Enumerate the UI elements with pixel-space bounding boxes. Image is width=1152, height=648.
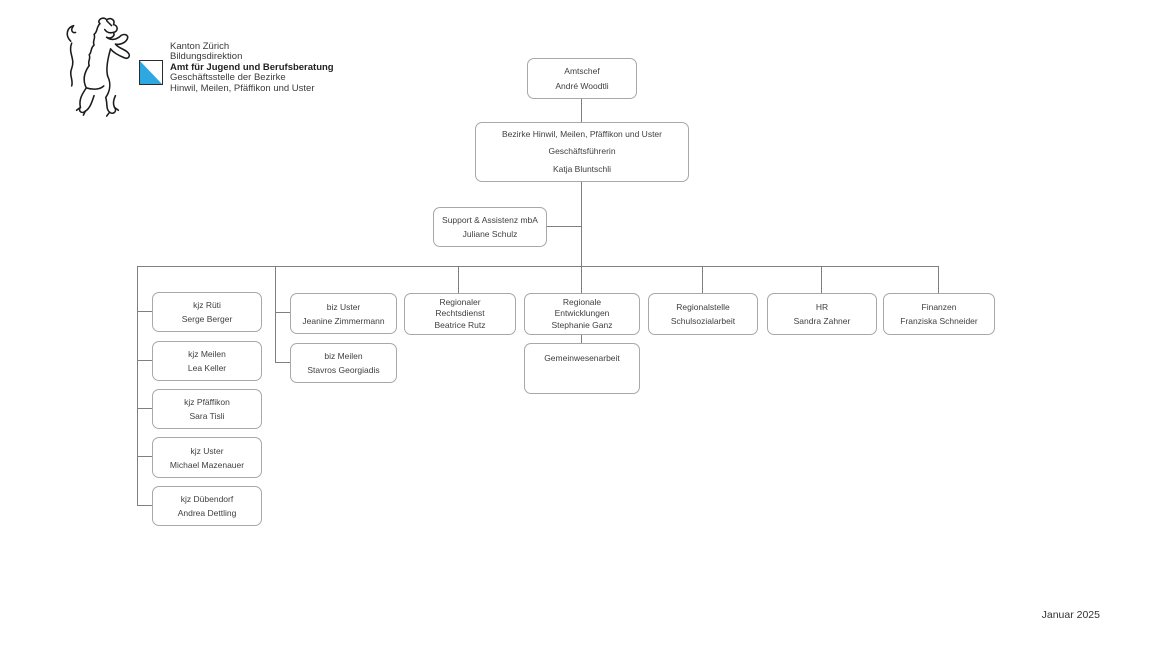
support-person: Juliane Schulz (462, 229, 518, 239)
rechtsdienst-unit-line1: Regionaler (439, 296, 481, 307)
rechtsdienst-unit-line2: Rechtsdienst (435, 308, 485, 319)
connector-support-stub (545, 226, 581, 227)
org-node-geschaeftsstelle: Bezirke Hinwil, Meilen, Pfäffikon und Us… (475, 122, 689, 182)
letterhead-amt: Amt für Jugend und Berufsberatung (170, 61, 334, 73)
flag-blue-triangle (140, 61, 162, 84)
hr-person: Sandra Zahner (793, 316, 851, 326)
support-unit: Support & Assistenz mbA (442, 215, 538, 225)
connector-kjz-pfaeffikon-stub (137, 408, 152, 409)
connector-rechtsdienst-drop (458, 266, 459, 293)
letterhead-bezirke: Hinwil, Meilen, Pfäffikon und Uster (170, 82, 315, 94)
entwicklungen-unit-line1: Regionale (562, 296, 602, 307)
amtschef-role: Amtschef (564, 65, 600, 76)
regionalstelle-unit-line1: Regionalstelle (676, 302, 730, 312)
connector-entwicklungen-drop (581, 266, 582, 293)
regionalstelle-unit-line2: Schulsozialarbeit (670, 316, 736, 326)
kjz-uster-person: Michael Mazenauer (169, 459, 245, 470)
finanzen-unit: Finanzen (921, 302, 957, 312)
connector-biz-uster-stub (275, 312, 290, 313)
biz-meilen-unit: biz Meilen (324, 351, 363, 361)
zurich-flag-icon (139, 60, 163, 85)
chart-date: Januar 2025 (1041, 609, 1100, 621)
connector-kjz-duebendorf-stub (137, 505, 152, 506)
connector-biz-vertical (275, 266, 276, 362)
org-node-biz-uster: biz Uster Jeanine Zimmermann (290, 293, 397, 334)
connector-hr-drop (821, 266, 822, 293)
kjz-pfaeffikon-person: Sara Tisli (189, 411, 225, 421)
kjz-uster-unit: kjz Uster (190, 445, 224, 456)
kjz-pfaeffikon-unit: kjz Pfäffikon (184, 397, 230, 407)
org-node-support: Support & Assistenz mbA Juliane Schulz (433, 207, 547, 247)
letterhead-direktion: Bildungsdirektion (170, 51, 243, 63)
connector-kjz-uster-stub (137, 456, 152, 457)
biz-uster-person: Jeanine Zimmermann (302, 315, 385, 326)
letterhead-geschaeftsstelle: Geschäftsstelle der Bezirke (170, 72, 286, 84)
org-node-finanzen: Finanzen Franziska Schneider (883, 293, 995, 335)
biz-meilen-person: Stavros Georgiadis (307, 365, 380, 375)
connector-amtschef-geschaeftsstelle (581, 97, 582, 122)
finanzen-person: Franziska Schneider (900, 316, 978, 326)
org-node-kjz-pfaeffikon: kjz Pfäffikon Sara Tisli (152, 389, 262, 429)
org-node-amtschef: Amtschef André Woodtli (527, 58, 637, 99)
gemeinwesenarbeit-unit: Gemeinwesenarbeit (544, 353, 620, 363)
org-node-rechtsdienst: Regionaler Rechtsdienst Beatrice Rutz (404, 293, 516, 335)
connector-kjz-meilen-stub (137, 360, 152, 361)
geschaeftsstelle-role: Geschäftsführerin (548, 146, 616, 157)
zurich-lion-icon (66, 17, 131, 117)
geschaeftsstelle-person: Katja Bluntschli (552, 163, 612, 174)
kjz-rueti-unit: kjz Rüti (193, 300, 221, 310)
org-node-kjz-rueti: kjz Rüti Serge Berger (152, 292, 262, 332)
org-node-gemeinwesenarbeit: Gemeinwesenarbeit (524, 343, 640, 394)
kjz-meilen-unit: kjz Meilen (188, 349, 226, 359)
org-node-hr: HR Sandra Zahner (767, 293, 877, 335)
connector-kjz-vertical (137, 266, 138, 505)
geschaeftsstelle-unit: Bezirke Hinwil, Meilen, Pfäffikon und Us… (502, 128, 662, 139)
amtschef-person: André Woodtli (555, 80, 609, 91)
connector-kjz-rueti-stub (137, 311, 152, 312)
kjz-meilen-person: Lea Keller (187, 363, 227, 373)
org-node-kjz-meilen: kjz Meilen Lea Keller (152, 341, 262, 381)
letterhead-canton: Kanton Zürich (170, 41, 230, 52)
letterhead: Kanton Zürich Bildungsdirektion Amt für … (170, 41, 334, 94)
connector-regionalstelle-drop (702, 266, 703, 293)
hr-unit: HR (815, 302, 829, 312)
org-node-kjz-uster: kjz Uster Michael Mazenauer (152, 437, 262, 478)
entwicklungen-unit-line2: Entwicklungen (554, 308, 610, 319)
connector-biz-meilen-stub (275, 362, 290, 363)
kjz-rueti-person: Serge Berger (181, 314, 233, 324)
connector-main-horizontal (137, 266, 938, 267)
kjz-duebendorf-person: Andrea Dettling (177, 508, 237, 518)
biz-uster-unit: biz Uster (326, 301, 361, 312)
connector-gemeinwesenarbeit-drop (581, 333, 582, 343)
entwicklungen-person: Stephanie Ganz (551, 319, 613, 330)
kjz-duebendorf-unit: kjz Dübendorf (180, 494, 234, 504)
rechtsdienst-person: Beatrice Rutz (434, 319, 486, 330)
org-node-biz-meilen: biz Meilen Stavros Georgiadis (290, 343, 397, 383)
org-node-regionalstelle: Regionalstelle Schulsozialarbeit (648, 293, 758, 335)
org-node-entwicklungen: Regionale Entwicklungen Stephanie Ganz (524, 293, 640, 335)
connector-geschaeftsstelle-main (581, 180, 582, 266)
org-node-kjz-duebendorf: kjz Dübendorf Andrea Dettling (152, 486, 262, 526)
connector-finanzen-drop (938, 266, 939, 294)
